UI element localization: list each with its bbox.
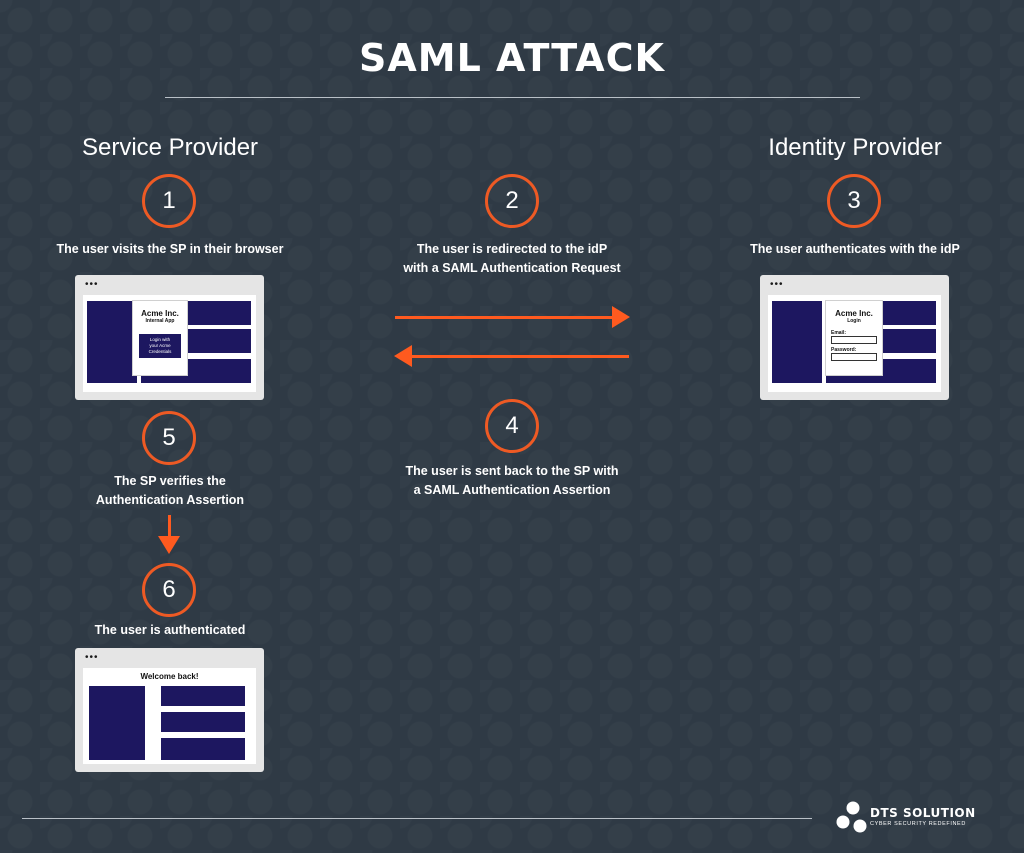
- step-5-text: The SP verifies the Authentication Asser…: [40, 472, 300, 510]
- step-4-text: The user is sent back to the SP with a S…: [362, 462, 662, 500]
- card-title: Acme Inc.: [141, 309, 179, 318]
- page-title: SAML ATTACK: [358, 36, 665, 80]
- idp-login-card: Acme Inc. Login Email: Password:: [826, 301, 882, 375]
- content-block: [161, 686, 245, 706]
- step-3-circle: 3: [827, 174, 881, 228]
- arrow-right-icon: [612, 306, 630, 328]
- dts-logo-icon: [834, 800, 874, 836]
- step-4-text-line: a SAML Authentication Assertion: [413, 483, 611, 497]
- step-4-text-line: The user is sent back to the SP with: [405, 464, 619, 478]
- step-2-text-line: with a SAML Authentication Request: [403, 261, 621, 275]
- step-3-number: 3: [847, 187, 861, 214]
- welcome-message: Welcome back!: [140, 672, 199, 681]
- content-block: [89, 686, 145, 760]
- step-5-circle: 5: [142, 411, 196, 465]
- password-field: [831, 353, 877, 361]
- arrow-left-icon: [394, 345, 412, 367]
- service-provider-heading: Service Provider: [81, 134, 259, 161]
- card-subtitle: Login: [847, 318, 861, 324]
- content-block: [161, 712, 245, 732]
- title-divider: [165, 97, 860, 98]
- assertion-arrow-line: [411, 355, 629, 358]
- button-line: Credentials: [148, 349, 172, 354]
- card-title: Acme Inc.: [835, 309, 873, 318]
- request-arrow-line: [395, 316, 613, 319]
- window-dots-icon: •••: [85, 279, 99, 290]
- content-block: [87, 301, 137, 383]
- idp-browser-screen: Acme Inc. Login Email: Password:: [768, 295, 941, 392]
- step-2-text: The user is redirected to the idP with a…: [362, 240, 662, 278]
- identity-provider-heading: Identity Provider: [768, 134, 942, 161]
- window-dots-icon: •••: [770, 279, 784, 290]
- logo-tagline: CYBER SECURITY REDEFINED: [870, 821, 966, 827]
- step-3-text: The user authenticates with the idP: [720, 240, 990, 259]
- card-subtitle: Internal App: [145, 318, 175, 324]
- auth-browser-window: ••• Welcome back!: [75, 648, 264, 772]
- content-block: [161, 738, 245, 760]
- footer-divider: [22, 818, 812, 819]
- step-2-text-line: The user is redirected to the idP: [416, 242, 608, 256]
- email-field: [831, 336, 877, 344]
- idp-browser-window: ••• Acme Inc. Login Email: Password:: [760, 275, 949, 400]
- sp-browser-screen: Acme Inc. Internal App Login with your A…: [83, 295, 256, 392]
- step-4-number: 4: [505, 412, 519, 439]
- step-5-number: 5: [162, 424, 176, 451]
- step-6-text: The user is authenticated: [40, 621, 300, 640]
- sp-login-button: Login with your Acme Credentials: [139, 334, 181, 358]
- content-block: [772, 301, 822, 383]
- password-label: Password:: [831, 347, 857, 353]
- button-line: your Acme: [149, 343, 171, 348]
- step-1-circle: 1: [142, 174, 196, 228]
- step-4-circle: 4: [485, 399, 539, 453]
- step-1-text-line: The user visits the SP in their browser: [56, 242, 284, 256]
- step-5-text-line: The SP verifies the: [114, 474, 226, 488]
- step-1-text: The user visits the SP in their browser: [30, 240, 310, 259]
- email-label: Email:: [831, 330, 847, 336]
- window-dots-icon: •••: [85, 652, 99, 663]
- step-2-circle: 2: [485, 174, 539, 228]
- step-5-text-line: Authentication Assertion: [95, 493, 245, 507]
- step-6-circle: 6: [142, 563, 196, 617]
- button-line: Login with: [149, 337, 171, 342]
- down-arrow-line: [168, 515, 171, 537]
- logo-name: DTS SOLUTION: [870, 806, 976, 820]
- step-6-number: 6: [162, 576, 176, 603]
- sp-login-card: Acme Inc. Internal App Login with your A…: [133, 301, 187, 375]
- step-3-text-line: The user authenticates with the idP: [750, 242, 960, 256]
- sp-browser-window: ••• Acme Inc. Internal App Login with yo…: [75, 275, 264, 400]
- arrow-down-icon: [158, 536, 180, 554]
- step-2-number: 2: [505, 187, 519, 214]
- step-6-text-line: The user is authenticated: [94, 623, 246, 637]
- auth-browser-screen: Welcome back!: [83, 668, 256, 764]
- step-1-number: 1: [162, 187, 176, 214]
